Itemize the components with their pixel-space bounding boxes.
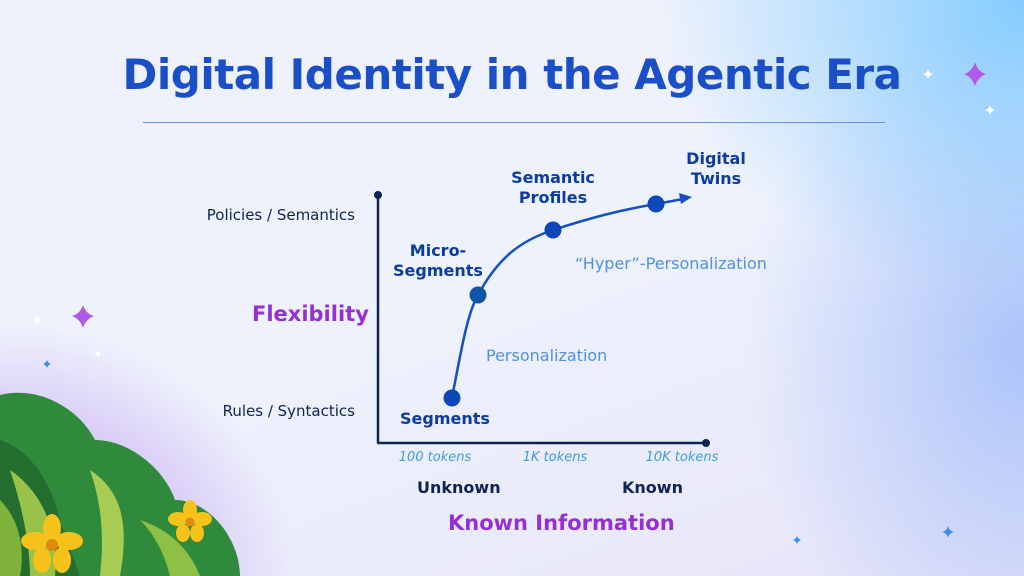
slide-title: Digital Identity in the Agentic Era bbox=[122, 50, 902, 99]
x-axis-left-label: Unknown bbox=[417, 478, 501, 497]
stage-label-line: Profiles bbox=[518, 188, 588, 207]
stage-dot-micro-segments bbox=[469, 286, 487, 304]
stage-dot-segments bbox=[443, 389, 461, 407]
y-axis-title: Flexibility bbox=[252, 302, 369, 326]
stage-label-line: Digital bbox=[686, 149, 746, 168]
stage-label-segments: Segments bbox=[390, 409, 500, 429]
curve-arrowhead bbox=[679, 193, 692, 204]
stage-label-line: Micro- bbox=[409, 241, 467, 260]
sparkle-icon bbox=[43, 360, 954, 544]
y-axis-end bbox=[374, 191, 382, 199]
x-tick-label: 1K tokens bbox=[522, 450, 588, 465]
stage-dot-digital-twins bbox=[647, 195, 665, 213]
x-axis-title: Known Information bbox=[448, 511, 675, 535]
stage-label-line: Twins bbox=[690, 169, 742, 188]
zone-label-hyper-personalization: “Hyper”-Personalization bbox=[575, 254, 767, 273]
sparkle-icon bbox=[964, 62, 986, 86]
stage-label-line: Semantic bbox=[511, 168, 595, 187]
stage-label-micro-segments: Micro-Segments bbox=[383, 241, 493, 281]
growth-curve bbox=[450, 197, 684, 399]
x-axis-right-label: Known bbox=[622, 478, 683, 497]
y-axis-bottom-label: Rules / Syntactics bbox=[222, 402, 355, 420]
x-axis-end bbox=[702, 439, 710, 447]
sparkle-icon bbox=[32, 69, 995, 358]
stage-dot-semantic-profiles bbox=[544, 221, 562, 239]
stage-label-line: Segments bbox=[400, 409, 490, 428]
zone-label-personalization: Personalization bbox=[486, 346, 608, 365]
stage-label-line: Segments bbox=[393, 261, 483, 280]
y-axis-top-label: Policies / Semantics bbox=[206, 206, 355, 224]
flower-icon bbox=[168, 500, 212, 542]
x-tick-label: 10K tokens bbox=[645, 450, 719, 465]
x-tick-label: 100 tokens bbox=[398, 450, 472, 465]
flower-icon bbox=[21, 514, 83, 573]
sparkle-icon bbox=[72, 305, 94, 328]
title-divider bbox=[143, 122, 885, 123]
